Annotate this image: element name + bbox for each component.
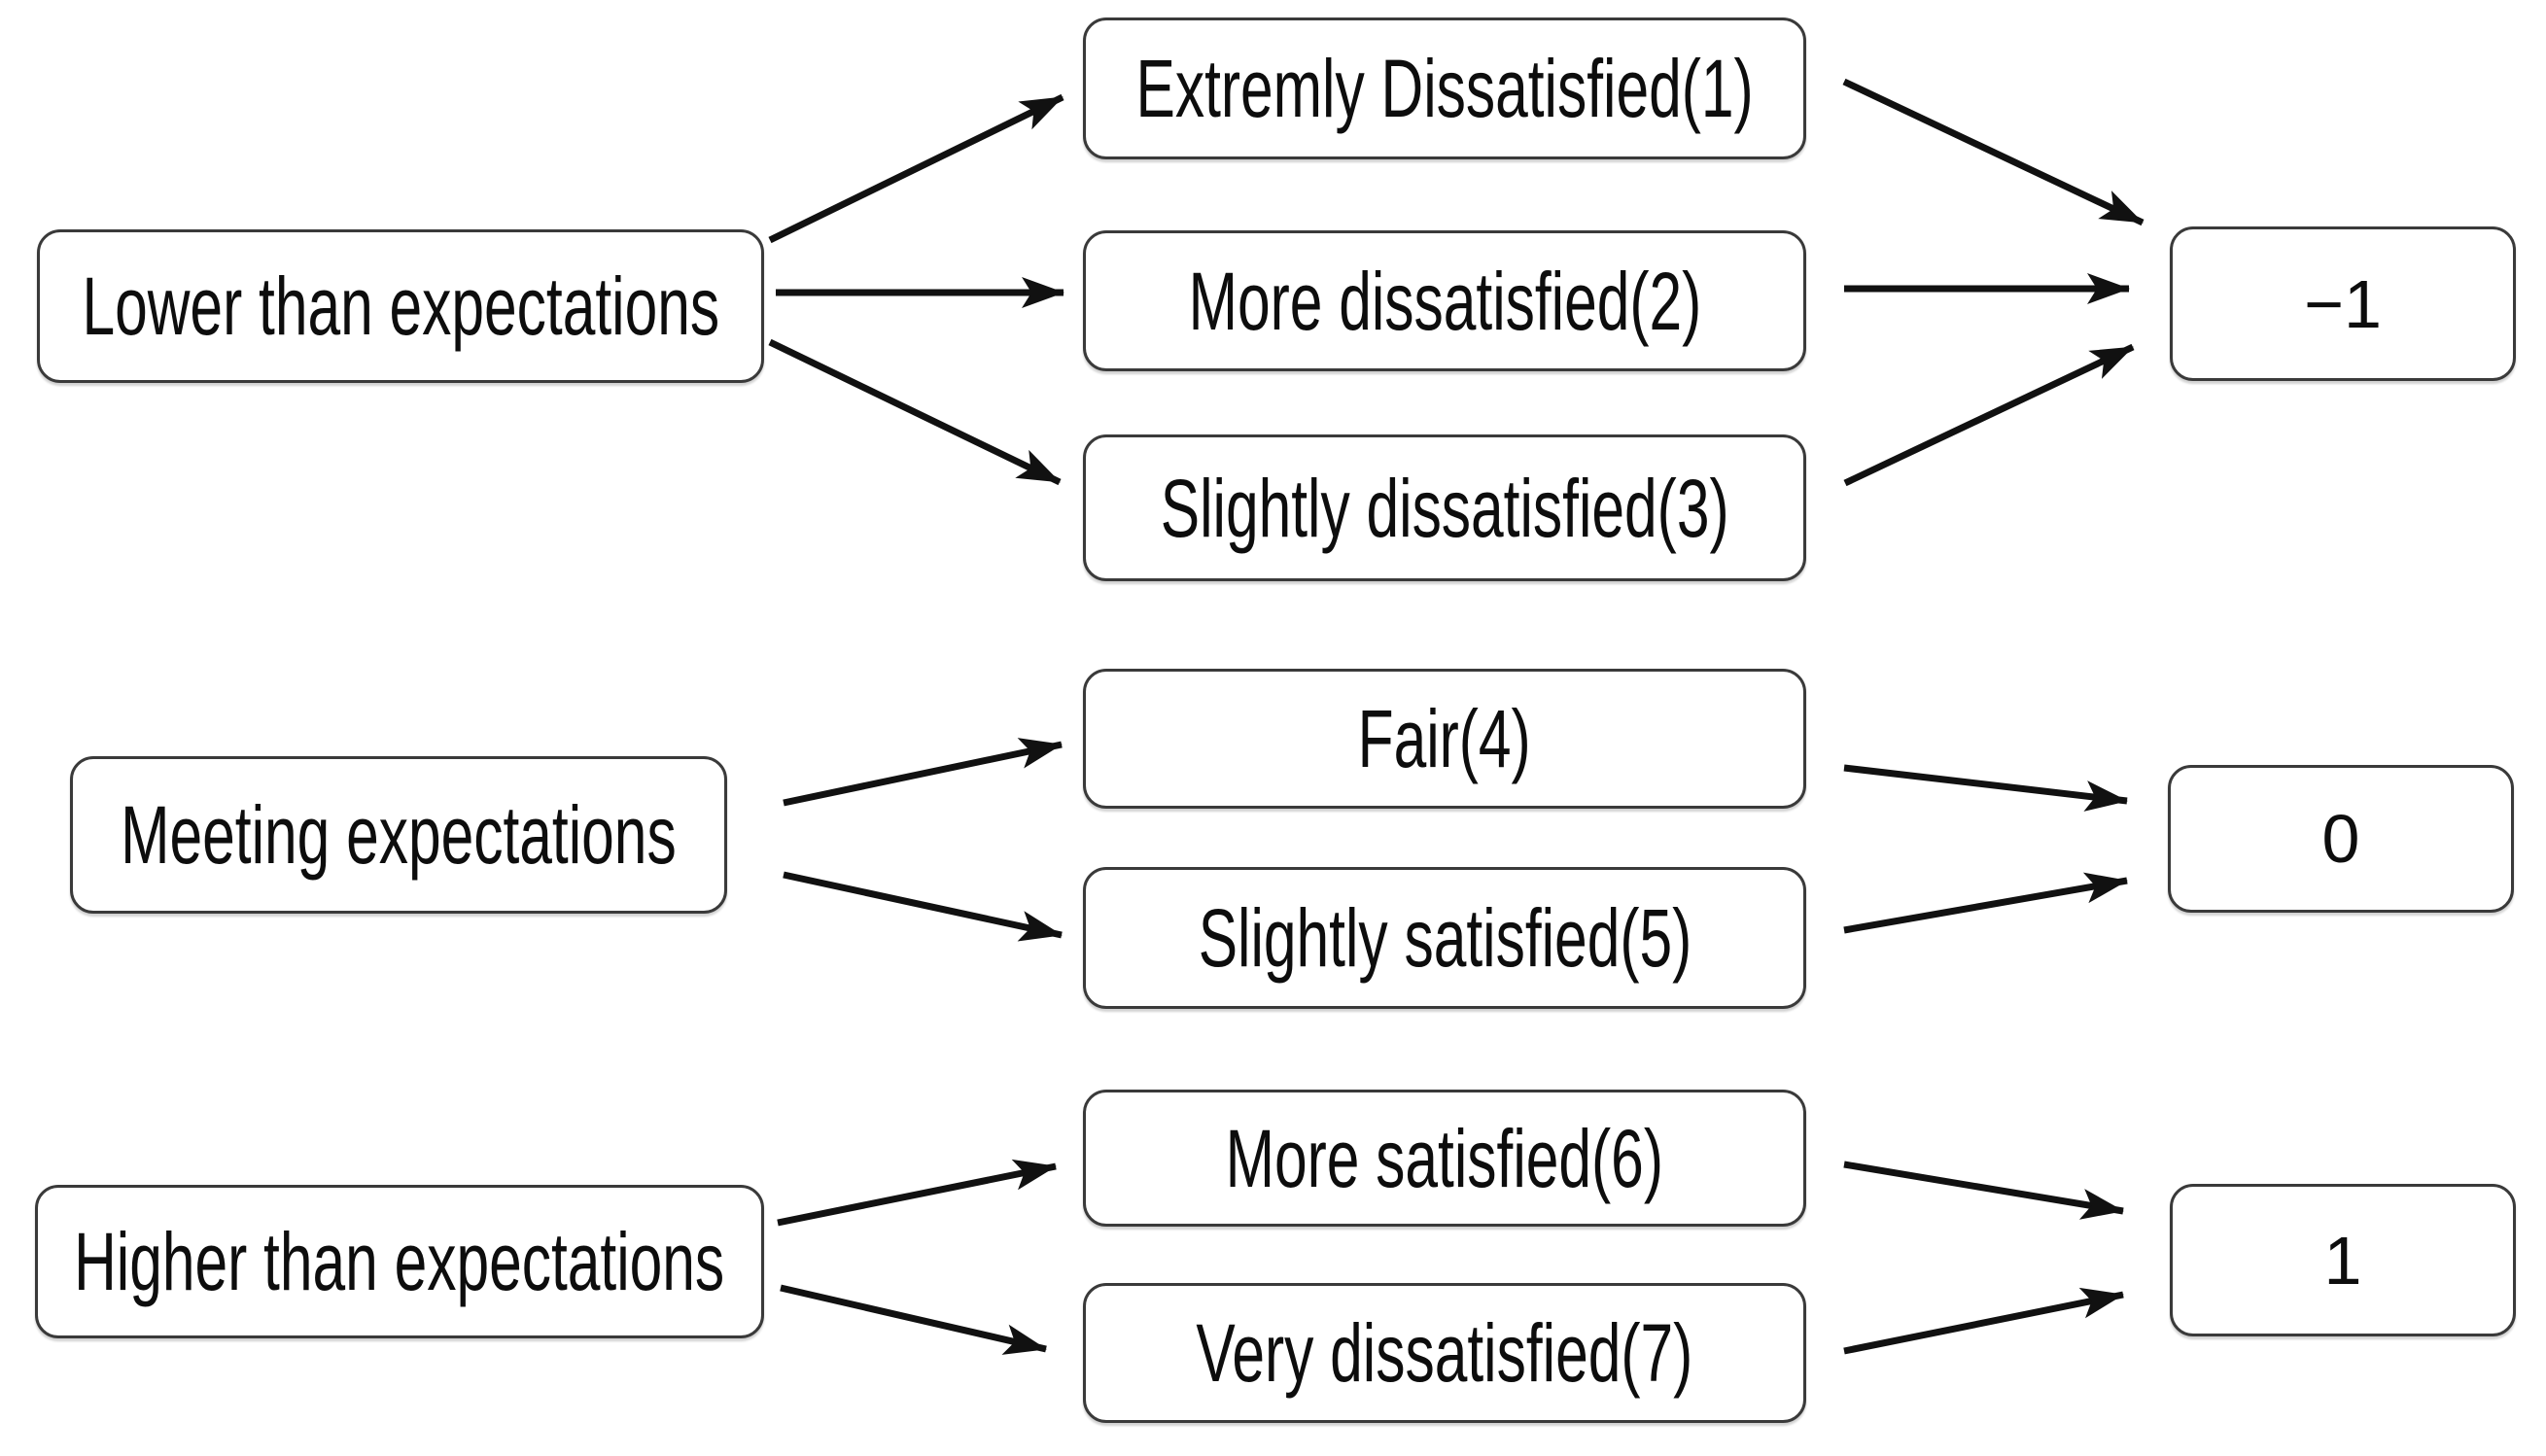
rating-box-2-label: More dissatisfied(2) [1188,255,1701,347]
arrow-rating4-to-score-0 [1843,764,2128,812]
score-box-neg1: −1 [2170,226,2516,381]
rating-box-7-label: Very dissatisfied(7) [1196,1307,1693,1399]
score-box-1-label: 1 [2323,1222,2362,1299]
rating-box-3: Slightly dissatisfied(3) [1083,434,1806,581]
expectation-box-lower-label: Lower than expectations [82,260,719,352]
score-box-1: 1 [2170,1184,2516,1336]
rating-box-1-label: Extremly Dissatisfied(1) [1135,43,1754,134]
expectation-box-lower: Lower than expectations [37,229,764,383]
arrow-higher-to-rating6 [777,1159,1057,1227]
rating-box-4: Fair(4) [1083,669,1806,809]
arrow-meeting-to-rating5 [783,871,1063,942]
arrow-rating7-to-score-1 [1843,1287,2124,1355]
score-box-0: 0 [2168,765,2514,913]
rating-box-6-label: More satisfied(6) [1225,1112,1664,1204]
arrow-lower-to-rating3 [768,338,1062,486]
rating-box-6: More satisfied(6) [1083,1090,1806,1227]
rating-box-2: More dissatisfied(2) [1083,230,1806,371]
score-box-0-label: 0 [2321,801,2360,877]
score-box-neg1-label: −1 [2304,265,2382,342]
arrow-rating5-to-score-0 [1843,872,2128,934]
arrow-rating6-to-score-1 [1843,1161,2124,1220]
expectation-box-higher: Higher than expectations [35,1185,764,1338]
arrow-rating1-to-score-neg1 [1842,78,2145,226]
arrow-rating3-to-score-neg1 [1843,343,2135,487]
arrow-lower-to-rating1 [768,93,1064,244]
expectation-box-higher-label: Higher than expectations [74,1216,725,1307]
rating-box-7: Very dissatisfied(7) [1083,1283,1806,1423]
rating-box-5: Slightly satisfied(5) [1083,867,1806,1009]
rating-box-4-label: Fair(4) [1357,693,1532,784]
expectation-box-meeting: Meeting expectations [70,756,727,914]
rating-box-1: Extremly Dissatisfied(1) [1083,17,1806,159]
rating-box-5-label: Slightly satisfied(5) [1198,892,1692,984]
arrow-meeting-to-rating4 [783,738,1063,807]
rating-box-3-label: Slightly dissatisfied(3) [1160,462,1729,554]
expectation-box-meeting-label: Meeting expectations [121,789,677,881]
arrow-higher-to-rating7 [780,1284,1047,1355]
